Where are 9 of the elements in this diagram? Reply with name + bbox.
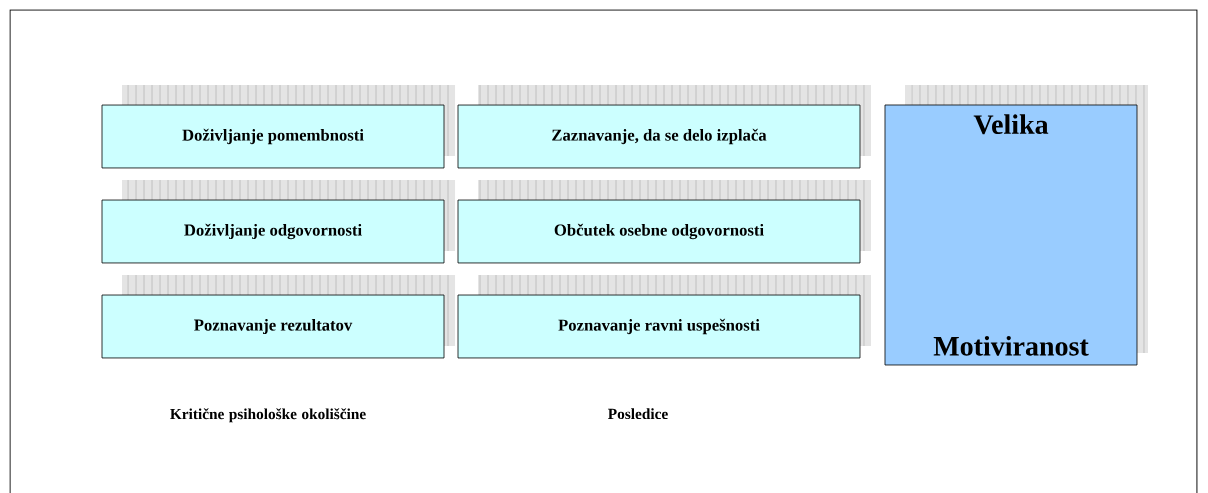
process-box: Občutek osebne odgovornosti: [457, 199, 861, 264]
caption-text: Kritične psihološke okoliščine: [170, 408, 366, 423]
process-box: Doživljanje pomembnosti: [101, 104, 445, 169]
process-box: Poznavanje rezultatov: [101, 294, 445, 359]
caption-text: Posledice: [608, 408, 668, 420]
process-box: Doživljanje odgovornosti: [101, 199, 445, 264]
process-box: Poznavanje ravni uspešnosti: [457, 294, 861, 359]
motivation-box: Velika Motiviranost: [884, 104, 1138, 366]
process-box: Zaznavanje, da se delo izplača: [457, 104, 861, 169]
